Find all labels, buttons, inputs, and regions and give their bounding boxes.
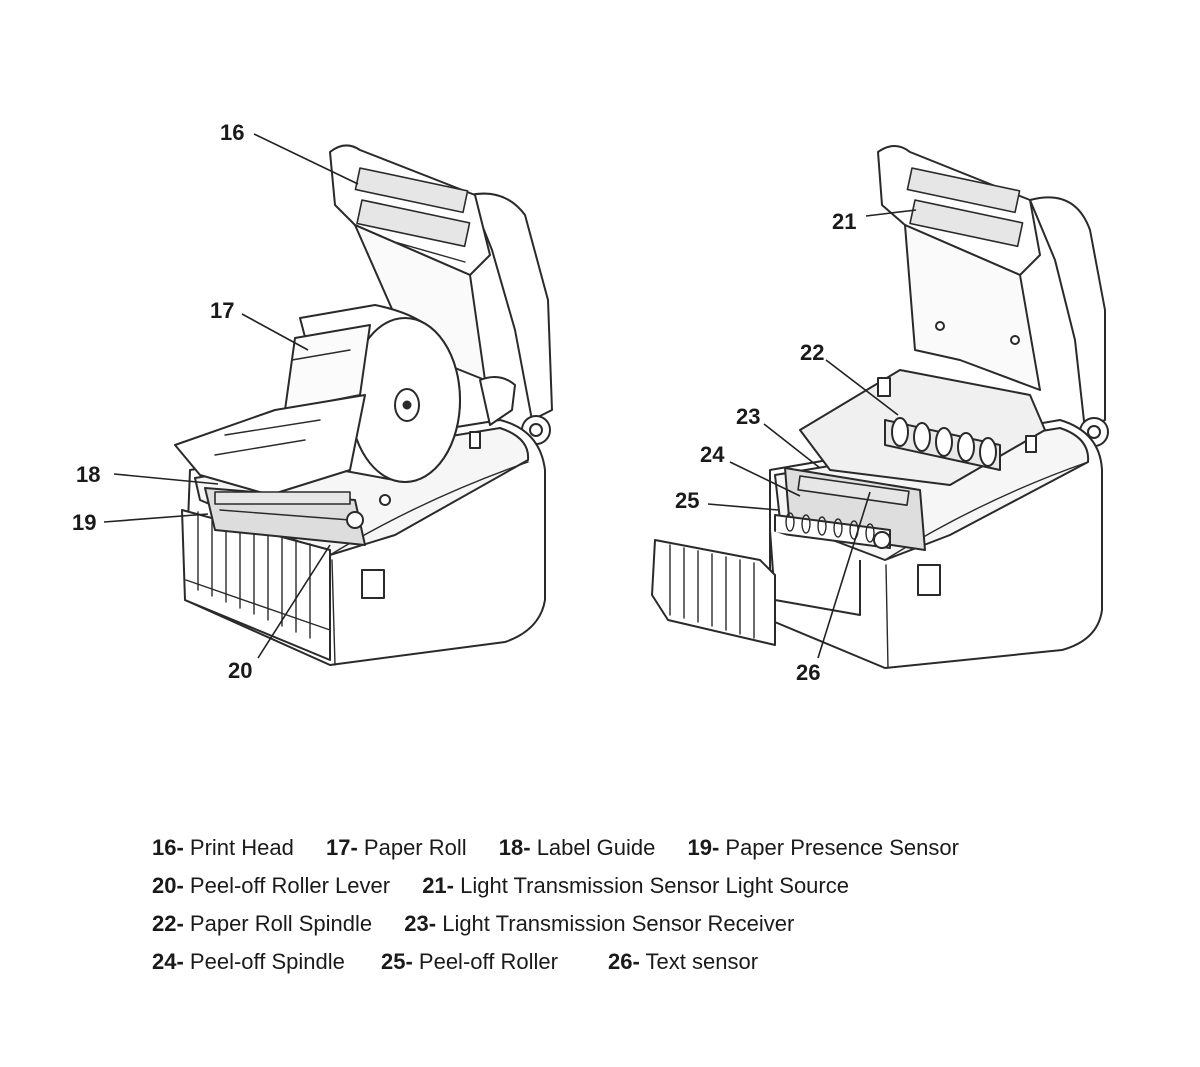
leader-16 bbox=[253, 133, 359, 185]
callout-26: 26 bbox=[796, 660, 820, 685]
leader-21 bbox=[865, 209, 917, 217]
legend-label: Text sensor bbox=[645, 949, 759, 974]
legend-label: Label Guide bbox=[536, 835, 656, 860]
legend-label: Paper Presence Sensor bbox=[725, 835, 959, 860]
leader-26 bbox=[817, 491, 871, 659]
legend-item: 22- Paper Roll Spindle bbox=[152, 908, 372, 940]
callout-25: 25 bbox=[675, 488, 699, 513]
callout-24: 24 bbox=[700, 442, 725, 467]
legend-label: Print Head bbox=[189, 835, 294, 860]
leader-23 bbox=[763, 423, 821, 469]
legend-number: 20- bbox=[152, 873, 184, 898]
callout-16: 16 bbox=[220, 120, 244, 145]
leader-19 bbox=[103, 513, 209, 523]
callout-20: 20 bbox=[228, 658, 252, 683]
legend-label: Light Transmission Sensor Receiver bbox=[442, 911, 795, 936]
legend-label: Peel-off Roller Lever bbox=[189, 873, 391, 898]
legend-number: 17- bbox=[326, 835, 358, 860]
legend-number: 21- bbox=[422, 873, 454, 898]
legend-item: 19- Paper Presence Sensor bbox=[687, 832, 959, 864]
legend-number: 16- bbox=[152, 835, 184, 860]
legend-number: 22- bbox=[152, 911, 184, 936]
legend-item: 20- Peel-off Roller Lever bbox=[152, 870, 390, 902]
legend-item: 25- Peel-off Roller bbox=[381, 946, 558, 978]
callout-23: 23 bbox=[736, 404, 760, 429]
right-printer-illustration bbox=[651, 145, 1109, 669]
left-printer-illustration bbox=[174, 144, 553, 666]
right-callouts: 21 22 23 24 25 26 bbox=[675, 209, 917, 685]
left-callouts: 16 17 18 19 20 bbox=[72, 120, 359, 683]
callout-19: 19 bbox=[72, 510, 96, 535]
legend-item: 18- Label Guide bbox=[499, 832, 656, 864]
legend-row: 24- Peel-off Spindle 25- Peel-off Roller… bbox=[152, 946, 1152, 984]
legend-label: Paper Roll Spindle bbox=[189, 911, 373, 936]
leader-24 bbox=[729, 461, 801, 497]
legend-number: 23- bbox=[404, 911, 437, 936]
legend-row: 22- Paper Roll Spindle 23- Light Transmi… bbox=[152, 908, 1152, 946]
leader-20 bbox=[257, 544, 331, 659]
callout-17: 17 bbox=[210, 298, 234, 323]
legend-item: 21- Light Transmission Sensor Light Sour… bbox=[422, 870, 849, 902]
legend-item: 24- Peel-off Spindle bbox=[152, 946, 345, 978]
leader-17 bbox=[241, 313, 309, 351]
legend-number: 18- bbox=[498, 835, 531, 860]
leader-25 bbox=[707, 503, 779, 511]
callout-21: 21 bbox=[832, 209, 856, 234]
legend-label: Peel-off Spindle bbox=[189, 949, 345, 974]
leader-22 bbox=[825, 359, 899, 416]
legend-label: Light Transmission Sensor Light Source bbox=[460, 873, 849, 898]
leader-18 bbox=[113, 473, 219, 485]
legend-item: 16- Print Head bbox=[152, 832, 294, 864]
legend-item: 23- Light Transmission Sensor Receiver bbox=[404, 908, 794, 940]
legend-label: Peel-off Roller bbox=[418, 949, 558, 974]
callout-18: 18 bbox=[76, 462, 100, 487]
legend-row: 16- Print Head 17- Paper Roll 18- Label … bbox=[152, 832, 1152, 870]
legend-item: 26- Text sensor bbox=[608, 946, 758, 978]
legend-number: 19- bbox=[687, 835, 720, 860]
legend-row: 20- Peel-off Roller Lever 21- Light Tran… bbox=[152, 870, 1152, 908]
legend-item: 17- Paper Roll bbox=[326, 832, 467, 864]
legend-number: 26- bbox=[608, 949, 640, 974]
callout-22: 22 bbox=[800, 340, 824, 365]
parts-legend: 16- Print Head 17- Paper Roll 18- Label … bbox=[152, 832, 1152, 984]
legend-number: 25- bbox=[380, 949, 413, 974]
printer-parts-diagram: 16 17 18 19 20 bbox=[72, 120, 1109, 685]
legend-number: 24- bbox=[152, 949, 184, 974]
legend-label: Paper Roll bbox=[363, 835, 467, 860]
